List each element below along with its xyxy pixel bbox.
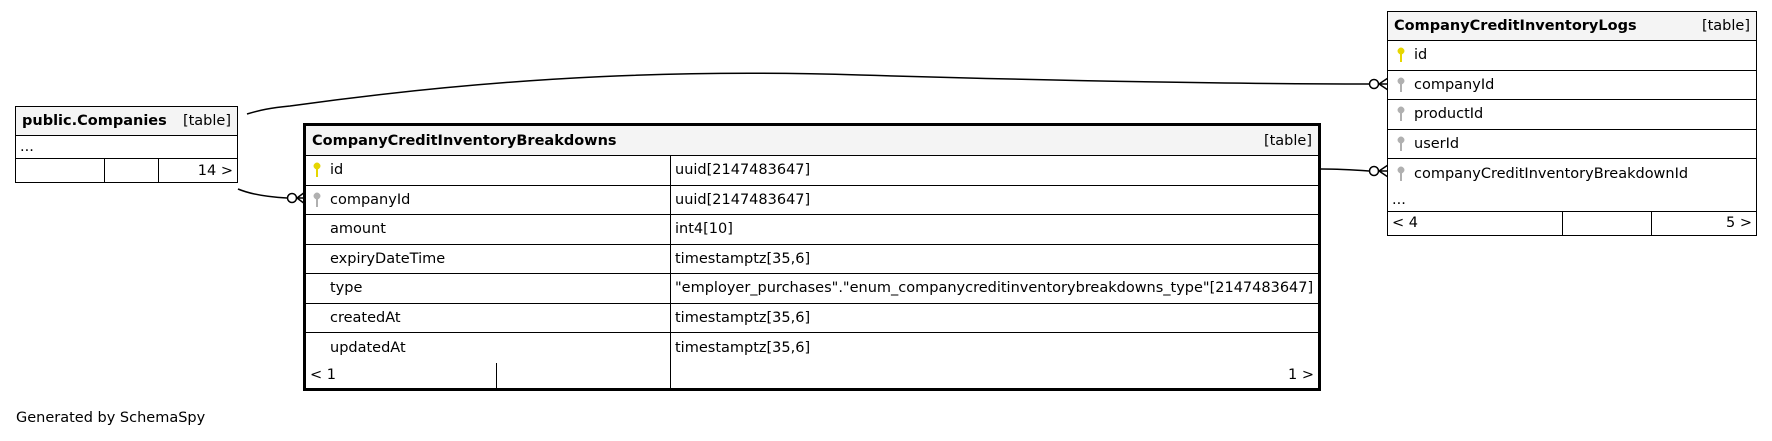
table-name: public.Companies xyxy=(22,113,167,129)
table-row[interactable]: companyCreditInventoryBreakdownId xyxy=(1388,159,1756,189)
column-name: type xyxy=(330,280,363,297)
column-name: companyId xyxy=(1414,76,1495,93)
footer-cell-left: < 1 xyxy=(310,367,336,383)
table-row[interactable]: id uuid[2147483647] xyxy=(306,156,1318,186)
generated-by-text: Generated by SchemaSpy xyxy=(16,410,206,426)
table-row[interactable]: userId xyxy=(1388,130,1756,159)
table-row[interactable]: companyId xyxy=(1388,71,1756,100)
table-row[interactable]: expiryDateTime timestamptz[35,6] xyxy=(306,244,1318,274)
column-type: uuid[2147483647] xyxy=(670,156,1318,185)
column-name-cell: amount xyxy=(306,215,670,244)
table-kind: [table] xyxy=(182,113,231,129)
column-type: "employer_purchases"."enum_companycredit… xyxy=(670,274,1318,303)
column-name: userId xyxy=(1414,135,1460,152)
column-name: amount xyxy=(330,221,386,238)
table-name: CompanyCreditInventoryLogs xyxy=(1394,18,1637,34)
column-name-cell: type xyxy=(306,274,670,303)
foreign-key-icon xyxy=(1394,77,1408,93)
foreign-key-icon xyxy=(1394,106,1408,122)
edge-companies-logs xyxy=(246,72,1370,115)
column-name-cell: companyId xyxy=(306,186,670,215)
table-header[interactable]: CompanyCreditInventoryLogs [table] xyxy=(1388,12,1756,41)
column-name: createdAt xyxy=(330,309,401,326)
table-footer-row: < 1 1 > xyxy=(306,362,1318,388)
column-type: uuid[2147483647] xyxy=(670,185,1318,214)
column-type: timestamptz[35,6] xyxy=(670,244,1318,273)
table-row[interactable]: id xyxy=(1388,41,1756,71)
edge-breakdowns-logs xyxy=(1320,168,1370,172)
table-logs[interactable]: CompanyCreditInventoryLogs [table] id com… xyxy=(1387,11,1757,236)
edge-breakdowns-logs-zero-marker xyxy=(1368,165,1380,177)
table-breakdowns[interactable]: CompanyCreditInventoryBreakdowns [table]… xyxy=(303,123,1321,391)
column-name: id xyxy=(330,162,344,179)
ellipsis: ... xyxy=(1392,191,1406,208)
column-name: productId xyxy=(1414,106,1484,123)
table-row[interactable]: amount int4[10] xyxy=(306,215,1318,245)
table-ellipsis-row: ... xyxy=(16,136,237,159)
footer-cell-middle xyxy=(104,159,158,182)
table-footer-row: 14 > xyxy=(16,159,237,182)
column-name: companyCreditInventoryBreakdownId xyxy=(1414,165,1689,182)
column-name: companyId xyxy=(330,191,411,208)
table-ellipsis-row: ... xyxy=(1388,189,1756,212)
table-row[interactable]: updatedAt timestamptz[35,6] xyxy=(306,333,1318,363)
edge-companies-breakdowns xyxy=(237,188,288,199)
footer-cell-middle xyxy=(496,362,670,388)
ellipsis: ... xyxy=(20,139,34,155)
table-header[interactable]: public.Companies [table] xyxy=(16,107,237,136)
column-name-cell: id xyxy=(306,156,670,185)
primary-key-icon xyxy=(310,162,324,178)
column-name: expiryDateTime xyxy=(330,250,446,267)
table-row[interactable]: type "employer_purchases"."enum_companycr… xyxy=(306,274,1318,304)
edge-companies-logs-crow-foot xyxy=(1378,77,1389,91)
column-name: updatedAt xyxy=(330,339,406,356)
column-name-cell: expiryDateTime xyxy=(306,245,670,274)
footer-cell-middle xyxy=(1562,211,1651,235)
table-footer-row: < 4 5 > xyxy=(1388,211,1756,235)
foreign-key-icon xyxy=(1394,136,1408,152)
footer-cell-right: 5 > xyxy=(1651,211,1756,235)
table-row[interactable]: productId xyxy=(1388,100,1756,130)
foreign-key-icon xyxy=(1394,166,1408,182)
footer-cell-right: 14 > xyxy=(158,159,237,182)
column-type: timestamptz[35,6] xyxy=(670,333,1318,363)
edge-companies-breakdowns-zero-marker xyxy=(286,192,298,204)
column-type: int4[10] xyxy=(670,215,1318,244)
edge-companies-logs-zero-marker xyxy=(1368,78,1380,90)
footer-cell-left xyxy=(16,159,104,182)
footer-cell-right: 1 > xyxy=(670,362,1318,388)
column-name-cell: updatedAt xyxy=(306,333,670,363)
table-kind: [table] xyxy=(1701,18,1750,34)
primary-key-icon xyxy=(1394,47,1408,63)
table-name: CompanyCreditInventoryBreakdowns xyxy=(312,132,617,149)
table-kind: [table] xyxy=(1263,132,1312,149)
table-row[interactable]: companyId uuid[2147483647] xyxy=(306,185,1318,215)
foreign-key-icon xyxy=(310,192,324,208)
footer-cell-left: < 4 xyxy=(1392,215,1418,231)
table-row[interactable]: createdAt timestamptz[35,6] xyxy=(306,303,1318,333)
column-name: id xyxy=(1414,47,1428,64)
column-type: timestamptz[35,6] xyxy=(670,303,1318,332)
column-name-cell: createdAt xyxy=(306,304,670,333)
table-companies[interactable]: public.Companies [table] ... 14 > xyxy=(15,106,238,183)
table-header[interactable]: CompanyCreditInventoryBreakdowns [table] xyxy=(306,126,1318,156)
edge-breakdowns-logs-crow-foot xyxy=(1378,164,1389,178)
